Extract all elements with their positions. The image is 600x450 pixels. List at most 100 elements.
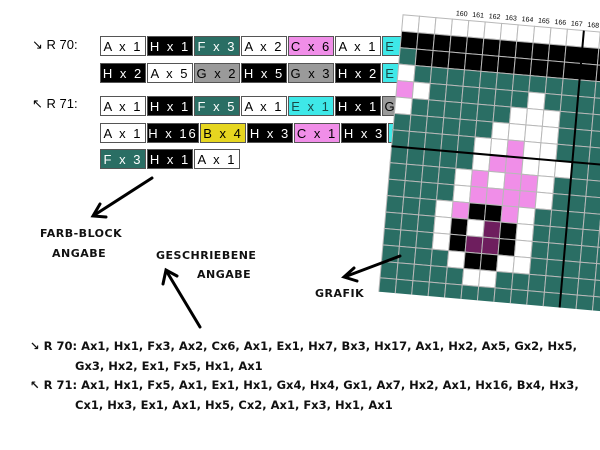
column-number: 163 [505, 15, 517, 23]
written-r70-line-2: Gx3, Hx2, Ex1, Fx5, Hx1, Ax1 [75, 359, 263, 373]
grid-cell [499, 22, 519, 42]
grid-cell [398, 47, 418, 67]
color-block: A x 1 [100, 123, 146, 143]
grid-cell [541, 109, 561, 129]
grid-cell [593, 80, 600, 100]
grid-cell [438, 150, 458, 170]
grid-cell [561, 260, 581, 280]
grid-cell [417, 15, 437, 35]
grid-cell [428, 265, 448, 285]
column-number: 168 [587, 22, 599, 30]
grid-cell [493, 287, 513, 307]
geschriebene-label-line-1: GESCHRIEBENE [156, 249, 257, 262]
grid-cell [508, 305, 528, 325]
grid-cell [549, 209, 569, 229]
grid-cell [552, 176, 572, 196]
grid-cell [591, 113, 600, 133]
grid-cell [495, 254, 515, 274]
grid-cell [575, 294, 595, 314]
grid-cell [383, 211, 403, 231]
grid-cell [563, 243, 583, 263]
grid-cell [380, 244, 400, 264]
grid-cell [447, 51, 467, 71]
grid-cell [463, 251, 483, 271]
grid-cell [466, 19, 486, 39]
grid-cell [551, 192, 571, 212]
grid-cell [449, 217, 469, 237]
grid-cell [445, 266, 465, 286]
grid-cell [510, 90, 530, 110]
grid-cell [375, 310, 395, 328]
grid-cell [418, 197, 438, 217]
grid-cell [391, 311, 411, 328]
grid-cell [424, 314, 444, 328]
grid-cell [477, 87, 497, 107]
grid-cell [470, 169, 490, 189]
grid-cell [429, 66, 449, 86]
grid-cell [464, 235, 484, 255]
grid-cell [444, 84, 464, 104]
grid-cell [496, 55, 516, 75]
grid-cell [405, 147, 425, 167]
grid-cell [540, 125, 560, 145]
grid-cell [560, 276, 580, 296]
grid-cell [416, 214, 436, 234]
column-number: 164 [521, 16, 533, 24]
grid-cell [580, 46, 600, 66]
grid-cell [482, 220, 502, 240]
grid-cell [528, 75, 548, 95]
farb-block-label-line-1: FARB-BLOCK [40, 227, 123, 240]
grid-cell [455, 151, 475, 171]
grid-cell [573, 310, 593, 328]
grid-cell [594, 263, 600, 283]
grid-cell [555, 143, 575, 163]
grid-cell [574, 112, 594, 132]
grid-cell [479, 252, 499, 272]
grid-cell [493, 88, 513, 108]
grid-cell [425, 115, 445, 135]
grid-cell [530, 240, 550, 260]
grid-cell [425, 297, 445, 317]
grid-cell [414, 48, 434, 68]
grid-cell [440, 315, 460, 328]
color-block: G x 2 [194, 63, 240, 83]
color-block: B x 4 [200, 123, 246, 143]
grid-cell [473, 136, 493, 156]
grid-cell [516, 24, 536, 44]
grid-cell [573, 128, 593, 148]
grid-cell [392, 112, 412, 132]
grid-cell [410, 97, 430, 117]
grid-cell [596, 47, 600, 67]
grid-cell [539, 324, 559, 328]
grid-cell [473, 318, 493, 328]
grid-cell [559, 94, 579, 114]
color-block: A x 1 [100, 36, 146, 56]
grid-cell [453, 167, 473, 187]
grid-cell [395, 262, 415, 282]
grid-cell [515, 222, 535, 242]
grid-cell [423, 132, 443, 152]
grid-cell [411, 81, 431, 101]
grid-cell [581, 228, 600, 248]
geschriebene-label-line-2: ANGABE [197, 268, 252, 281]
grid-cell [498, 221, 518, 241]
grid-cell [388, 162, 408, 182]
grid-cell [533, 207, 553, 227]
grid-cell [591, 295, 600, 315]
grid-cell [528, 257, 548, 277]
grid-cell [526, 91, 546, 111]
grid-cell [593, 279, 600, 299]
grid-cell [557, 309, 577, 328]
grid-cell [529, 58, 549, 78]
grid-cell [430, 248, 450, 268]
color-block: H x 1 [335, 96, 381, 116]
grid-cell [480, 236, 500, 256]
grid-cell [514, 40, 534, 60]
grid-cell [461, 85, 481, 105]
grid-cell [458, 300, 478, 320]
grid-cell [481, 37, 501, 57]
grid-cell [548, 27, 568, 47]
grid-cell [389, 145, 409, 165]
color-block: A x 1 [194, 149, 240, 169]
grid-cell [553, 160, 573, 180]
